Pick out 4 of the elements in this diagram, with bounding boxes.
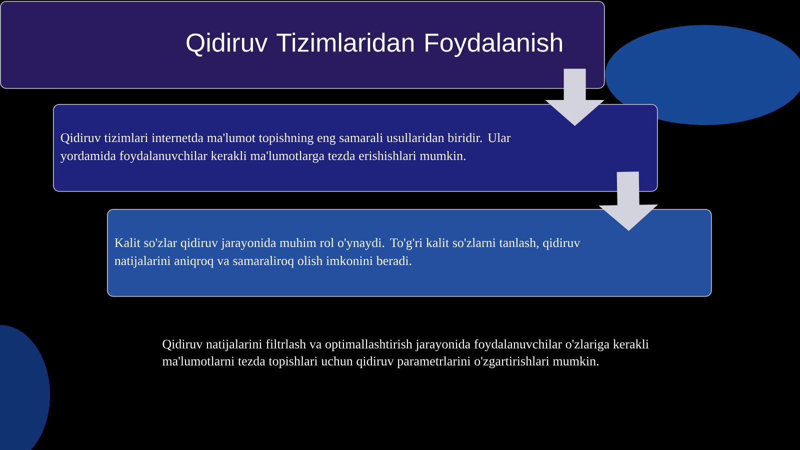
text-box: Kalit so'zlar qidiruv jarayonida muhim rol o'ynaydi. To'g'ri kalit so'zlarni tanlash, qidiruv natijalarini aniqroq va samaraliroq olish imkonini beradi.: [107, 209, 712, 297]
paragraph: Qidiruv natijalarini filtrlash va optimallashtirish jarayonida foydalanuvchilar o'zlariga kerakli ma'lumotlarni tezda topishlari uchun qidiruv parametrlarini o'zgartirishlari mumkin.: [162, 339, 649, 368]
title-box: Qidiruv Tizimlaridan Foydalanish: [0, 1, 605, 89]
text-box: Qidiruv tizimlari internetda ma'lumot topishning eng samarali usullaridan biridir. Ular yordamida foydalanuvchilar kerakli ma'lumotlarga tezda erishishlari mumkin.: [53, 104, 658, 192]
